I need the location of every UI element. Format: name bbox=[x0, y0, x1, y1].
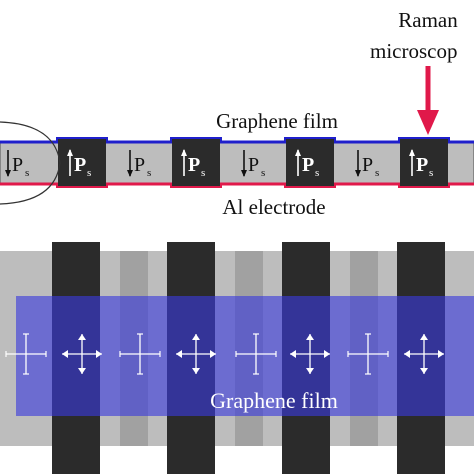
cross-marker bbox=[62, 334, 102, 374]
top-down-view: Graphene film bbox=[0, 242, 474, 474]
ps-subscript: s bbox=[315, 167, 319, 179]
ps-label: P bbox=[302, 154, 314, 176]
ps-label: P bbox=[362, 154, 373, 176]
cross-marker bbox=[347, 333, 389, 375]
cross-marker bbox=[119, 333, 161, 375]
polarization-arrowhead bbox=[295, 149, 301, 156]
domain-block-dark bbox=[400, 139, 448, 186]
microscope-label-line2: microscop bbox=[370, 39, 457, 63]
graphene-film-label-top: Graphene film bbox=[216, 109, 338, 133]
ps-label: P bbox=[134, 154, 145, 176]
ps-subscript: s bbox=[375, 167, 379, 179]
ps-label: P bbox=[416, 154, 428, 176]
ps-label: P bbox=[188, 154, 200, 176]
cross-marker bbox=[290, 334, 330, 374]
polarization-arrowhead bbox=[67, 149, 73, 156]
polarization-arrowhead bbox=[127, 170, 133, 177]
ps-subscript: s bbox=[201, 167, 205, 179]
polarization-arrowhead bbox=[241, 170, 247, 177]
ps-subscript: s bbox=[261, 167, 265, 179]
cross-markers bbox=[5, 333, 444, 375]
domain-block-dark bbox=[172, 139, 220, 186]
graphene-film-overlay bbox=[16, 296, 474, 416]
polarization-arrowhead bbox=[5, 170, 11, 177]
ps-subscript: s bbox=[87, 167, 91, 179]
polarization-arrowhead bbox=[409, 149, 415, 156]
cross-marker bbox=[5, 333, 47, 375]
polarization-arrowhead bbox=[181, 149, 187, 156]
ps-label: P bbox=[74, 154, 86, 176]
polarization-arrowhead bbox=[355, 170, 361, 177]
edge-ellipse bbox=[0, 121, 61, 205]
ps-subscript: s bbox=[25, 167, 29, 179]
domain-block-dark bbox=[286, 139, 334, 186]
microscope-arrow bbox=[417, 66, 439, 135]
cross-marker bbox=[404, 334, 444, 374]
domain-block-dark bbox=[58, 139, 106, 186]
cross-marker bbox=[235, 333, 277, 375]
cross-marker bbox=[176, 334, 216, 374]
ps-label: P bbox=[12, 154, 23, 176]
ps-label: P bbox=[248, 154, 259, 176]
graphene-film-label-bottom: Graphene film bbox=[210, 388, 338, 413]
al-electrode-label: Al electrode bbox=[222, 195, 325, 219]
ps-subscript: s bbox=[429, 167, 433, 179]
microscope-label-line1: Raman bbox=[398, 8, 458, 32]
ps-subscript: s bbox=[147, 167, 151, 179]
